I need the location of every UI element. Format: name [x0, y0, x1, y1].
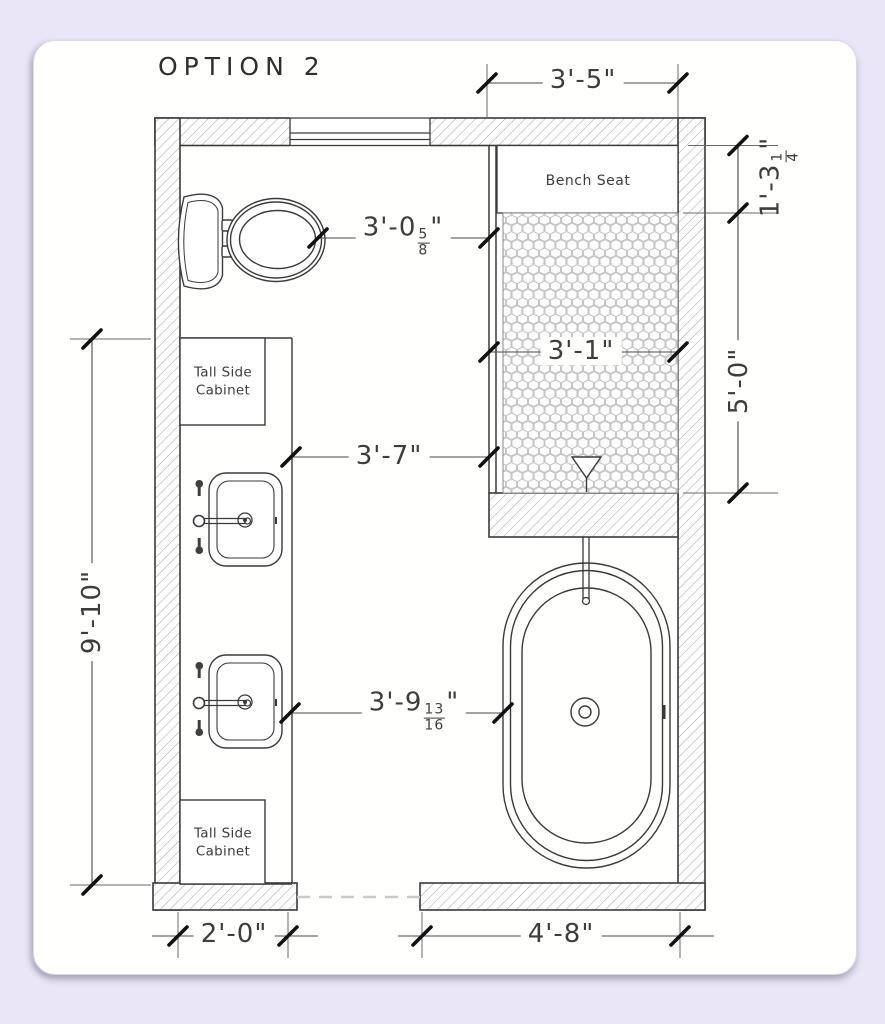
- dimension-shower-interior-width: 3'-1": [540, 337, 622, 365]
- tall-side-cabinet-top: [179, 337, 266, 426]
- tub-faucet: [581, 537, 591, 606]
- dimension-vanity-to-shower: 3'-7": [348, 442, 430, 470]
- tall-side-cabinet-top-label: Tall Side Cabinet: [194, 364, 252, 398]
- shower-drain-icon: [570, 456, 603, 492]
- dimension-room-length: 9'-10": [77, 562, 107, 662]
- sink-bottom: [192, 654, 283, 749]
- walls: [152, 117, 706, 911]
- dimension-shower-length: 5'-0": [724, 340, 754, 422]
- window: [289, 117, 431, 147]
- sink-top: [192, 472, 283, 567]
- tub-drain-icon: [570, 697, 600, 727]
- shower-glass-panel: [488, 145, 497, 493]
- bench-seat: [496, 144, 679, 214]
- bathtub: [502, 562, 671, 869]
- shower-knee-wall: [488, 492, 679, 538]
- toilet: [177, 193, 326, 290]
- shower-floor-tile: [502, 212, 679, 494]
- dimension-ticks: [81, 72, 749, 947]
- bench-seat-label: Bench Seat: [545, 173, 631, 189]
- dimension-tub-wall-width: 4'-8": [520, 920, 602, 948]
- tall-side-cabinet-bottom: [179, 799, 266, 885]
- page-title: OPTION 2: [158, 52, 326, 81]
- dimension-vanity-depth: 2'-0": [193, 920, 275, 948]
- tall-side-cabinet-bottom-label: Tall Side Cabinet: [194, 825, 252, 859]
- dimension-shower-width-top: 3'-5": [542, 66, 624, 94]
